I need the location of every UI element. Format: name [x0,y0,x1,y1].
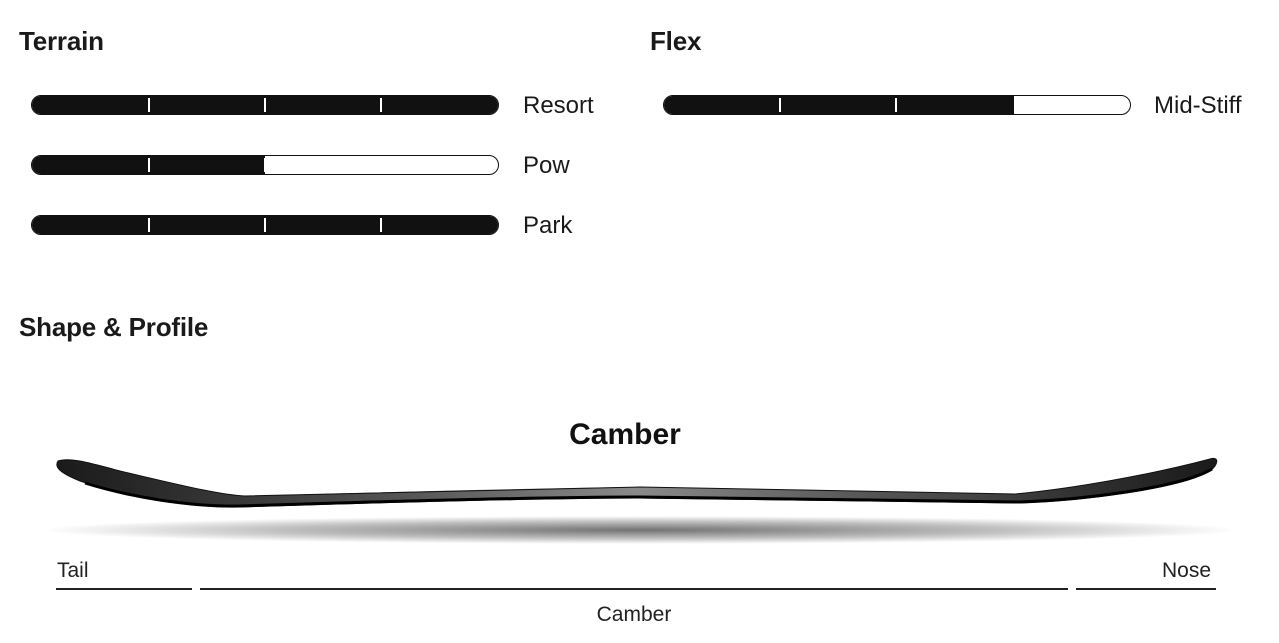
meter-bar [31,155,499,175]
terrain-label-pow: Pow [523,152,570,179]
meter-tick [380,98,382,112]
meter-tick [264,98,266,112]
meter-tick [148,158,150,172]
nose-label: Nose [1162,559,1212,582]
tail-label: Tail [57,559,89,582]
meter-tick [380,218,382,232]
meter-bar [663,95,1131,115]
flex-meter: Mid-Stiff [663,92,1263,119]
tail-zone-line [56,588,192,590]
terrain-label-park: Park [523,212,573,239]
terrain-meter-resort: Resort [31,92,631,119]
flex-label: Mid-Stiff [1154,92,1242,119]
terrain-meter-pow: Pow [31,152,631,179]
shape-profile-heading: Shape & Profile [19,312,209,342]
meter-tick [264,158,266,172]
flex-heading: Flex [650,26,702,56]
board-base-edge [84,467,1213,508]
meter-tick [779,98,781,112]
meter-bar [31,95,499,115]
camber-zone-line [200,588,1068,590]
meter-fill [664,96,1014,114]
terrain-label-resort: Resort [523,92,594,119]
nose-zone-line [1076,588,1216,590]
meter-tick [148,218,150,232]
profile-name: Camber [569,418,681,451]
terrain-meter-park: Park [31,212,631,239]
meter-tick [895,98,897,112]
meter-tick [264,218,266,232]
camber-zone-label: Camber [596,603,672,626]
meter-bar [31,215,499,235]
meter-tick [380,158,382,172]
board-shadow [40,516,1240,544]
terrain-heading: Terrain [19,26,104,56]
board-profile-illustration [40,457,1240,544]
meter-tick [148,98,150,112]
